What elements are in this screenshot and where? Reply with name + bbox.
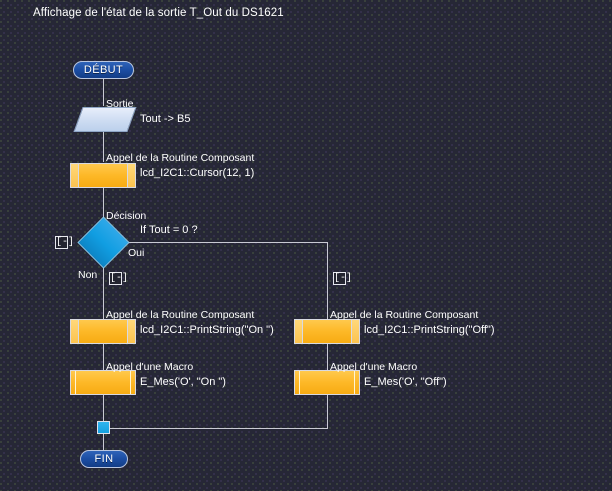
end-terminator[interactable]: FIN	[80, 450, 128, 468]
decision-expr: If Tout = 0 ?	[140, 224, 198, 236]
merge-junction[interactable]	[97, 421, 110, 434]
macro-left-rule	[75, 371, 76, 394]
macro-off-kind: Appel d'une Macro	[330, 361, 418, 373]
end-label: FIN	[94, 453, 114, 465]
wire-merge-horizontal	[110, 428, 328, 429]
subroutine-right-bar	[351, 320, 359, 343]
wire-cursor-to-decision	[103, 188, 104, 219]
print-on-node[interactable]	[70, 319, 136, 344]
macro-left-rule	[299, 371, 300, 394]
collapse-toggle-branch-no[interactable]: [-]	[109, 272, 129, 285]
wire-macro-on-to-junction	[103, 395, 104, 421]
print-on-kind: Appel de la Routine Composant	[106, 309, 255, 321]
collapse-toggle-decision-left[interactable]: [-]	[55, 236, 75, 249]
decision-branch-yes-label: Oui	[128, 247, 145, 259]
start-terminator[interactable]: DÉBUT	[73, 61, 134, 79]
decision-kind: Décision	[106, 210, 147, 222]
output-node-kind: Sortie	[106, 98, 134, 110]
print-off-kind: Appel de la Routine Composant	[330, 309, 479, 321]
output-node-expr: Tout -> B5	[140, 113, 191, 125]
wire-print-on-to-macro-on	[103, 344, 104, 372]
wire-junction-to-end	[103, 434, 104, 450]
macro-right-rule	[354, 371, 355, 394]
subroutine-left-bar	[71, 320, 79, 343]
macro-off-node[interactable]	[294, 370, 360, 395]
wire-output-to-cursor	[103, 132, 104, 162]
wire-macro-off-down	[327, 395, 328, 428]
cursor-call-kind: Appel de la Routine Composant	[106, 152, 255, 164]
subroutine-right-bar	[127, 320, 135, 343]
cursor-call-node[interactable]	[70, 163, 136, 188]
macro-on-kind: Appel d'une Macro	[106, 361, 194, 373]
print-off-node[interactable]	[294, 319, 360, 344]
macro-off-expr: E_Mes('O', "Off")	[364, 376, 447, 388]
macro-right-rule	[130, 371, 131, 394]
wire-decision-yes-to-print-off	[327, 242, 328, 323]
start-label: DÉBUT	[83, 64, 124, 76]
subroutine-right-bar	[127, 164, 135, 187]
macro-on-expr: E_Mes('O', "On ")	[140, 376, 226, 388]
wire-print-off-to-macro-off	[327, 344, 328, 372]
collapse-toggle-branch-yes[interactable]: [-]	[333, 272, 353, 285]
macro-on-node[interactable]	[70, 370, 136, 395]
subroutine-left-bar	[71, 164, 79, 187]
decision-branch-no-label: Non	[78, 269, 98, 281]
print-off-expr: lcd_I2C1::PrintString("Off")	[364, 324, 495, 336]
wire-decision-no-to-print-on	[103, 268, 104, 323]
print-on-expr: lcd_I2C1::PrintString("On ")	[140, 324, 274, 336]
wire-start-to-output	[103, 78, 104, 106]
decision-node[interactable]	[77, 216, 130, 269]
wire-decision-yes-horizontal	[129, 242, 328, 243]
cursor-call-expr: lcd_I2C1::Cursor(12, 1)	[140, 167, 255, 179]
diagram-title: Affichage de l'état de la sortie T_Out d…	[33, 7, 284, 19]
subroutine-left-bar	[295, 320, 303, 343]
